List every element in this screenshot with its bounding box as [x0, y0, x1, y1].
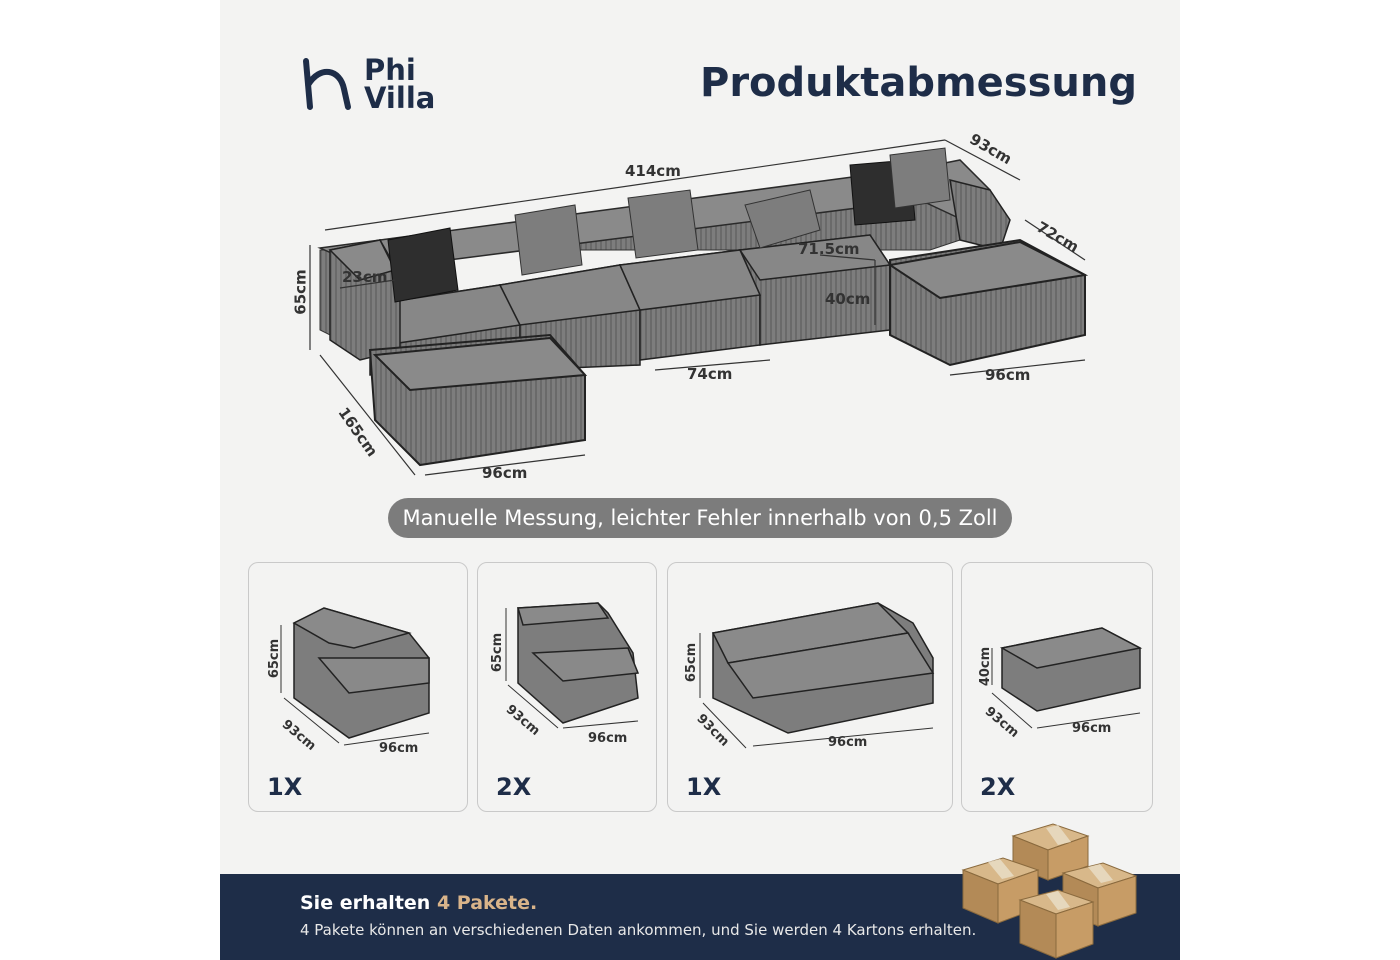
- module2-qty: 2X: [496, 773, 532, 801]
- dim-arm-width: 23cm: [342, 268, 388, 286]
- footer-headline: Sie erhalten 4 Pakete.: [300, 892, 537, 914]
- module3-width: 96cm: [828, 735, 868, 750]
- armless-module-illustration: [505, 602, 640, 729]
- footer-subline: 4 Pakete können an verschiedenen Daten a…: [300, 921, 977, 939]
- module-card-ottoman: 40cm 93cm 96cm 2X: [961, 562, 1153, 812]
- dim-middle-width: 74cm: [687, 365, 733, 383]
- product-dimension-graphic: Phi Villa Produktabmessung: [220, 0, 1180, 960]
- footer-headline-highlight: 4 Pakete.: [436, 892, 538, 914]
- module4-width: 96cm: [1072, 721, 1112, 736]
- corner-module-illustration: [280, 607, 430, 746]
- module3-qty: 1X: [686, 773, 722, 801]
- dim-seat-height: 40cm: [825, 290, 871, 308]
- module4-height: 40cm: [978, 646, 994, 687]
- module4-qty: 2X: [980, 773, 1016, 801]
- shipping-boxes-illustration: [961, 823, 1138, 959]
- module2-width: 96cm: [588, 731, 628, 746]
- brand-mark-icon: [303, 58, 351, 110]
- dim-right-ottoman-width: 96cm: [985, 366, 1031, 384]
- footer-headline-prefix: Sie erhalten: [300, 892, 437, 914]
- dim-back-height: 71.5cm: [798, 240, 860, 258]
- page-title: Produktabmessung: [700, 60, 1137, 106]
- sofa-module-illustration: [699, 602, 935, 749]
- dim-total-length: 414cm: [625, 162, 681, 180]
- brand-logo: Phi Villa: [300, 55, 460, 115]
- module1-qty: 1X: [267, 773, 303, 801]
- brand-name-line1: Phi: [364, 53, 416, 87]
- measurement-note: Manuelle Messung, leichter Fehler innerh…: [388, 498, 1012, 538]
- module-card-sofa: 65cm 93cm 96cm 1X: [667, 562, 953, 812]
- module-card-corner: 65cm 93cm 96cm 1X: [248, 562, 468, 812]
- brand-name-line2: Villa: [364, 81, 436, 115]
- module3-height: 65cm: [684, 642, 700, 683]
- module2-height: 65cm: [490, 632, 506, 673]
- sofa-illustration: [309, 139, 1089, 476]
- module1-height: 65cm: [267, 638, 283, 679]
- module1-width: 96cm: [379, 741, 419, 756]
- ottoman-module-illustration: [991, 627, 1143, 729]
- module-card-armless: 65cm 93cm 96cm 2X: [477, 562, 657, 812]
- dim-left-ottoman-width: 96cm: [482, 464, 528, 482]
- dim-height: 65cm: [291, 269, 310, 315]
